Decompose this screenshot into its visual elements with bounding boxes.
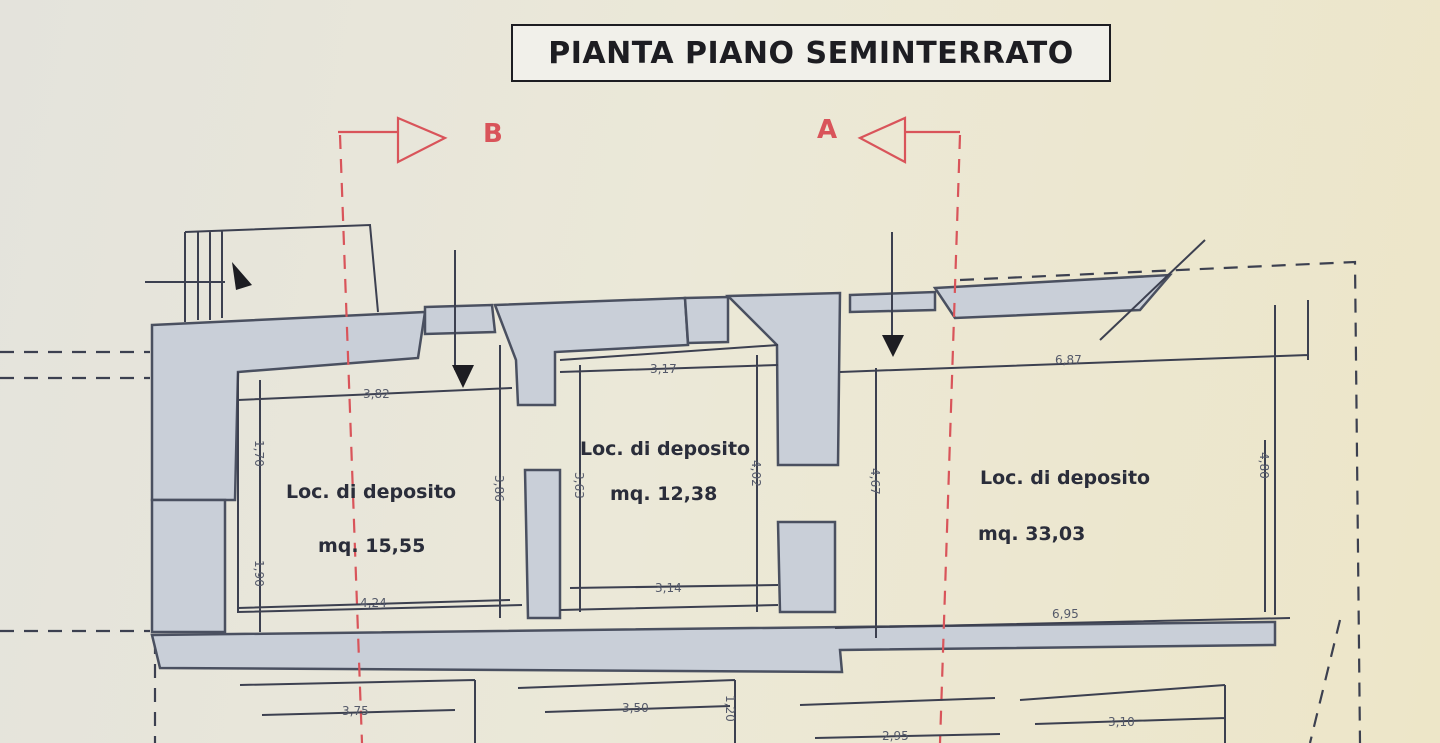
room-2-area: mq. 12,38: [610, 483, 717, 505]
dim-label: 4,80: [1257, 452, 1271, 479]
entry-arrow-icon: [232, 262, 252, 290]
dim-label: 4,02: [749, 460, 763, 487]
walls: [150, 239, 1309, 674]
dim-label: 4,24: [360, 596, 387, 610]
dim-label: 6,95: [1052, 607, 1079, 621]
room-3-area: mq. 33,03: [978, 523, 1085, 545]
room-1-name: Loc. di deposito: [286, 481, 456, 503]
dim-label: 3,75: [342, 704, 369, 718]
plan-title: PIANTA PIANO SEMINTERRATO: [548, 35, 1074, 71]
dim-label: 3,63: [572, 472, 586, 499]
dim-label: 6,87: [1055, 353, 1082, 367]
arrow-down-icon: [882, 335, 904, 357]
dim-label: 3,82: [363, 387, 390, 401]
dim-label: 1,70: [252, 440, 266, 467]
plan-title-box: PIANTA PIANO SEMINTERRATO: [511, 24, 1111, 82]
room-1-area: mq. 15,55: [318, 535, 425, 557]
dim-label: 1,90: [252, 560, 266, 587]
dimension-lines: [237, 345, 1266, 743]
dim-label: 3,17: [650, 362, 677, 376]
dashed-boundaries: [0, 260, 1362, 743]
arrows: [452, 232, 904, 388]
dim-label: 3,86: [492, 475, 506, 502]
section-lines: B A: [338, 115, 962, 743]
dim-label: 3,10: [1108, 715, 1135, 729]
dimension-labels: 3,82 4,24 1,70 1,90 3,86 3,17 3,14 3,63 …: [252, 353, 1271, 743]
dim-label: 2,95: [882, 729, 909, 743]
staircase: [145, 223, 379, 322]
section-marker-a: A: [817, 115, 837, 145]
room-3-name: Loc. di deposito: [980, 467, 1150, 489]
section-marker-b: B: [483, 119, 503, 149]
dim-label: 3,14: [655, 581, 682, 595]
arrow-down-icon: [452, 365, 474, 388]
room-labels: Loc. di deposito mq. 15,55 Loc. di depos…: [286, 438, 1150, 557]
room-2-name: Loc. di deposito: [580, 438, 750, 460]
dim-label: 4,67: [868, 468, 882, 495]
dim-label: 3,50: [622, 701, 649, 715]
dim-label: 1,20: [723, 695, 737, 722]
